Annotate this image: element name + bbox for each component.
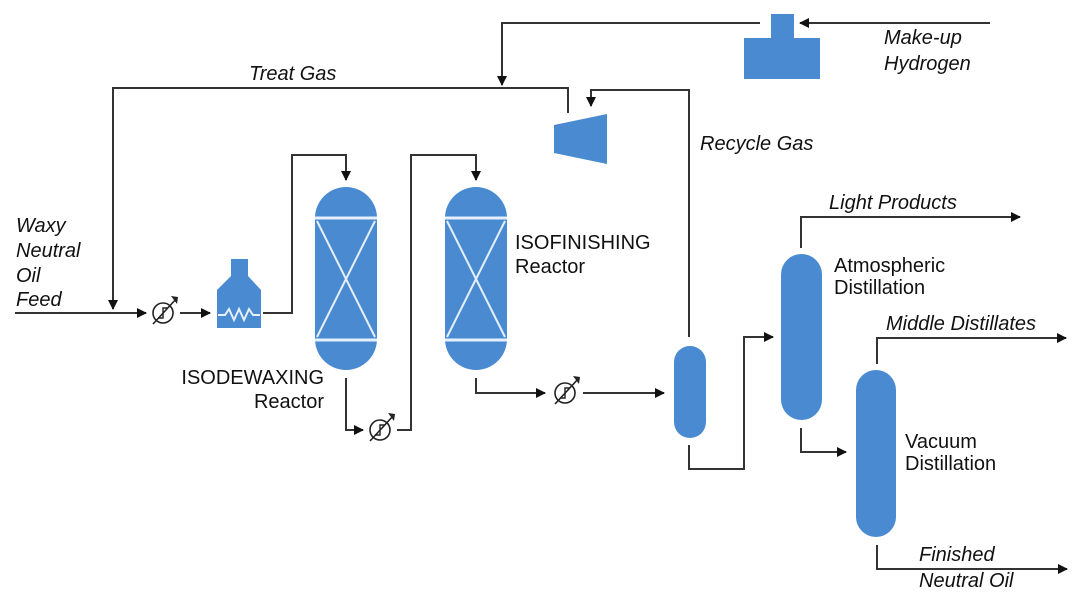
labels: Waxy Neutral Oil Feed Treat Gas Make-up … bbox=[16, 27, 1036, 592]
dewaxing-outlet-line bbox=[345, 378, 364, 435]
treat-gas-line bbox=[108, 87, 569, 310]
recycle-compressor bbox=[554, 114, 607, 164]
feed-label-4: Feed bbox=[16, 289, 62, 311]
heat-exchanger-3 bbox=[554, 376, 580, 405]
makeup-to-treat-line bbox=[497, 22, 760, 86]
heat-exchanger-1 bbox=[152, 296, 178, 325]
finished-oil-label-1: Finished bbox=[919, 544, 995, 566]
recycle-gas-line bbox=[586, 89, 690, 337]
isodewaxing-reactor bbox=[315, 187, 377, 370]
heat-exchanger-2 bbox=[369, 413, 395, 442]
middle-distillates-label: Middle Distillates bbox=[886, 313, 1036, 335]
isodewaxing-label-2: Reactor bbox=[254, 391, 324, 413]
atmospheric-to-vacuum-line bbox=[800, 428, 847, 457]
vacuum-column bbox=[856, 370, 896, 537]
atmospheric-label-2: Distillation bbox=[834, 277, 925, 299]
separator-drum bbox=[674, 346, 706, 438]
isofinishing-label-2: Reactor bbox=[515, 256, 585, 278]
atmospheric-column bbox=[781, 254, 822, 420]
piping bbox=[15, 18, 1068, 574]
separator-to-atmospheric-line bbox=[688, 332, 774, 470]
vacuum-label-2: Distillation bbox=[905, 453, 996, 475]
makeup-label-2: Hydrogen bbox=[884, 53, 971, 75]
treat-gas-label: Treat Gas bbox=[249, 63, 336, 85]
isofinishing-reactor bbox=[445, 187, 507, 370]
light-products-line bbox=[800, 212, 1021, 248]
isofinishing-outlet-line bbox=[475, 378, 546, 398]
atmospheric-label-1: Atmospheric bbox=[834, 255, 945, 277]
heater-to-dewaxing-line bbox=[263, 154, 351, 314]
middle-distillates-line bbox=[876, 333, 1067, 364]
exchanger-to-isofinishing-line bbox=[397, 154, 481, 431]
feed-label-2: Neutral bbox=[16, 240, 81, 262]
finished-oil-label-2: Neutral Oil bbox=[919, 570, 1014, 592]
light-products-label: Light Products bbox=[829, 192, 957, 214]
feed-label-3: Oil bbox=[16, 265, 41, 287]
finished-oil-line bbox=[876, 545, 1068, 574]
feed-label-1: Waxy bbox=[16, 215, 67, 237]
isodewaxing-label-1: ISODEWAXING bbox=[181, 367, 324, 389]
feed-heater bbox=[217, 259, 261, 328]
recycle-gas-label: Recycle Gas bbox=[700, 133, 813, 155]
makeup-label-1: Make-up bbox=[884, 27, 962, 49]
makeup-compressor bbox=[744, 14, 820, 79]
vacuum-label-1: Vacuum bbox=[905, 431, 977, 453]
isofinishing-label-1: ISOFINISHING bbox=[515, 232, 651, 254]
